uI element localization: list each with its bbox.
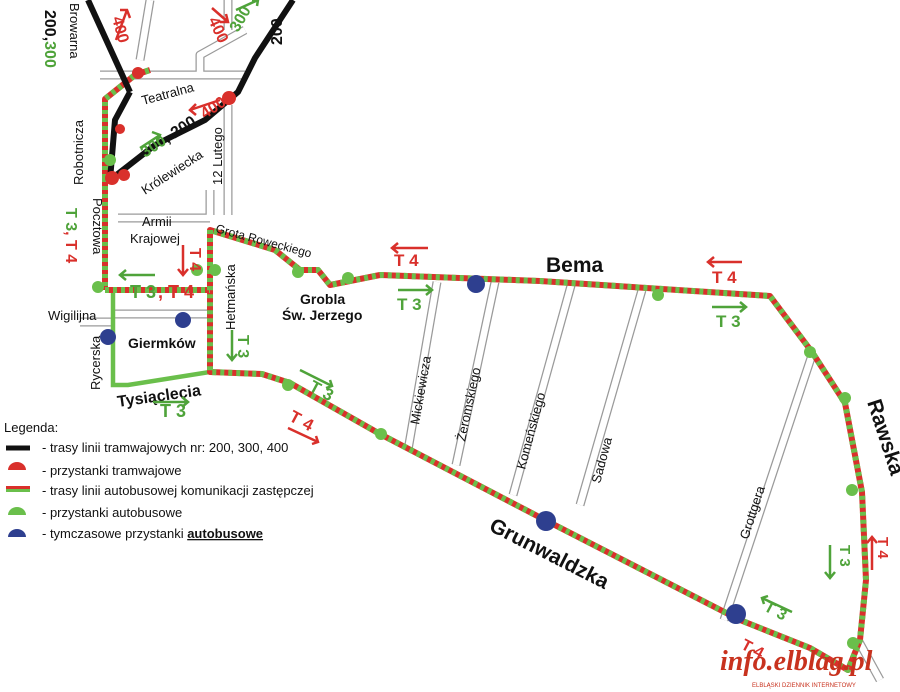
route-label-t3-hetmanska: T 3: [234, 335, 251, 358]
street-label-hetmanska: Hetmańska: [223, 263, 238, 330]
bus-stop: [847, 637, 859, 649]
route-label-t4-rawska: T 4: [874, 537, 891, 559]
bus-stops: [92, 154, 859, 649]
bus-stop: [652, 289, 664, 301]
route-label-t3-cross: T 3: [130, 282, 156, 302]
watermark-logo: info.elblag.pl: [720, 646, 873, 677]
temp-bus-stop: [726, 604, 746, 624]
arrow-icon: [866, 535, 878, 570]
watermark-tagline: ELBLĄSKI DZIENNIK INTERNETOWY: [752, 683, 856, 689]
tram-stop: [105, 171, 119, 185]
tram-stop: [115, 124, 125, 134]
tram-stops: [105, 67, 236, 185]
bus-stop: [104, 154, 116, 166]
street-network: [80, 0, 884, 683]
legend: Legenda: - trasy linii tramwajowych nr: …: [4, 420, 314, 541]
arrow-icon: [712, 301, 748, 313]
legend-item-tram-line: - trasy linii tramwajowych nr: 200, 300,…: [42, 440, 288, 455]
street-label-grota-roweckiego: Grota Roweckiego: [214, 221, 313, 260]
temp-bus-stop: [175, 312, 191, 328]
bus-stop: [839, 392, 851, 404]
legend-tram-stop-swatch: [8, 462, 26, 470]
legend-item-bus-stop: - przystanki autobusowe: [42, 505, 182, 520]
street-label-sw-jerzego: Św. Jerzego: [282, 306, 362, 323]
street-label-pocztowa: Pocztowa: [90, 198, 105, 255]
route-label-t3-bema-1: T 3: [397, 295, 422, 314]
temp-bus-stop: [100, 329, 116, 345]
arrow-icon: [153, 396, 190, 408]
legend-item-tram-stop: - przystanki tramwajowe: [42, 463, 181, 478]
route-label-t4-bema-1: T 4: [394, 251, 419, 270]
arrow-icon: [139, 130, 162, 150]
bus-stop: [209, 264, 221, 276]
route-label-t3-bema-2: T 3: [716, 312, 741, 331]
arrow-icon: [760, 594, 793, 614]
legend-item-bus-route: - trasy linii autobusowej komunikacji za…: [42, 483, 314, 498]
arrow-icon: [390, 242, 428, 254]
tram-stop: [118, 169, 130, 181]
street-label-robotnicza: Robotnicza: [71, 119, 86, 185]
street-label-zeromskiego: Żeromskiego: [453, 366, 483, 443]
arrow-icon: [824, 545, 836, 580]
street-label-wigilijna: Wigilijna: [48, 308, 97, 323]
arrow-icon: [118, 269, 155, 281]
street-label-rawska: Rawska: [862, 396, 900, 478]
bus-stop: [92, 281, 104, 293]
tram-stop: [132, 67, 144, 79]
street-label-12-lutego: 12 Lutego: [210, 127, 225, 185]
route-label-200-right: 200: [269, 18, 286, 45]
bus-stop: [292, 266, 304, 278]
legend-bus-route-swatch: [6, 486, 30, 489]
legend-bold-word: autobusowe: [187, 526, 263, 541]
arrow-icon: [706, 256, 742, 268]
street-label-mickiewicza: Mickiewicza: [407, 354, 434, 426]
arrow-icon: [226, 330, 238, 362]
route-label-t3-grunwaldzka-low: T 3: [761, 599, 789, 625]
arrow-icon: [299, 368, 334, 390]
legend-bus-stop-swatch: [8, 507, 26, 515]
route-label-t4-armii: T 4: [186, 248, 203, 271]
arrow-icon: [188, 98, 221, 116]
street-label-rycerska: Rycerska: [88, 335, 103, 390]
route-labels: 200,300 400 400 300 200 300, 200, 400 T …: [41, 0, 891, 662]
temp-bus-stop: [536, 511, 556, 531]
legend-title: Legenda:: [4, 420, 58, 435]
street-label-giermkow: Giermków: [128, 335, 196, 351]
bus-stop: [282, 379, 294, 391]
legend-bus-route-swatch-green: [6, 489, 30, 492]
street-label-grobla: Grobla: [300, 291, 345, 307]
arrow-icon: [177, 245, 189, 277]
route-label-200-300: 200,300: [41, 10, 58, 68]
street-label-krajowej: Krajowej: [130, 231, 180, 246]
temporary-bus-stops: [100, 275, 746, 624]
route-label-t4-cross: , T 4: [158, 282, 194, 302]
arrow-icon: [211, 7, 230, 24]
street-label-armii: Armii: [142, 214, 172, 229]
watermark: info.elblag.pl ELBLĄSKI DZIENNIK INTERNE…: [720, 646, 873, 689]
route-label-t3-rawska: T 3: [836, 545, 853, 567]
route-label-pocztowa-t3: T 3, T 4: [62, 208, 79, 263]
bus-replacement-route: [102, 67, 869, 673]
arrow-icon: [114, 8, 132, 41]
street-label-bema: Bema: [546, 254, 604, 277]
route-label-t4-grunwaldzka: T 4: [286, 407, 317, 436]
arrow-icon: [398, 284, 434, 296]
legend-temp-bus-stop-swatch: [8, 529, 26, 537]
bus-stop: [191, 264, 203, 276]
route-label-t4-bema-2: T 4: [712, 268, 737, 287]
temp-bus-stop: [467, 275, 485, 293]
tram-stop: [222, 91, 236, 105]
bus-stop: [846, 484, 858, 496]
route-label-t3-tysiaclecia: T 3: [160, 401, 186, 421]
bus-stop: [804, 346, 816, 358]
street-label-browarna: Browarna: [67, 3, 82, 59]
street-label-teatralna: Teatralna: [140, 79, 196, 108]
bus-stop: [375, 428, 387, 440]
arrow-icon: [287, 426, 320, 446]
bus-stop: [342, 272, 354, 284]
arrow-icon: [235, 0, 260, 12]
legend-item-temp-bus-stop: - tymczasowe przystanki autobusowe: [42, 526, 263, 541]
street-label-komenskiego: Komeńskiego: [513, 391, 548, 471]
